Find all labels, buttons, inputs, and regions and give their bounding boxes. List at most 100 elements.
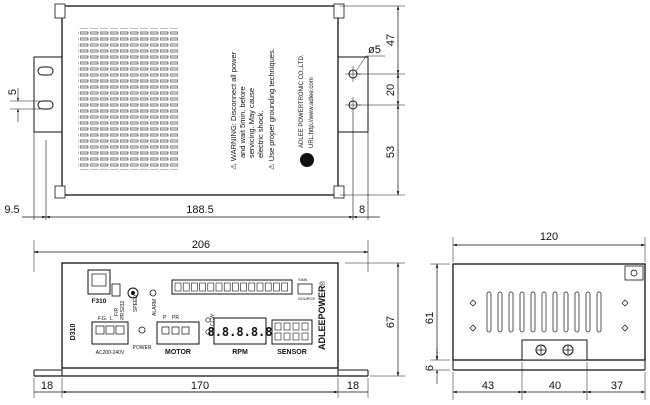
p-label: P	[163, 315, 167, 321]
dim-side-base: 6	[424, 365, 436, 371]
sensor-pin	[301, 322, 309, 331]
rpm-label: RPM	[232, 349, 248, 356]
side-vent-slot	[541, 291, 547, 333]
io-pin	[240, 282, 247, 292]
side-screw	[630, 269, 638, 277]
dim-hole: ø5	[368, 44, 381, 56]
side-vent-slot	[552, 291, 558, 333]
io-pin	[273, 282, 280, 292]
mount-slot	[37, 100, 54, 110]
dim-top-width: 188.5	[186, 204, 214, 216]
mount-slot	[37, 66, 54, 76]
source-label: SOURCE	[298, 296, 315, 301]
fr-label: F/R	[114, 308, 120, 316]
io-pin	[223, 282, 231, 292]
dim-53: 53	[385, 146, 397, 158]
company-logo-icon	[300, 153, 314, 167]
dim-side-40: 40	[549, 380, 561, 392]
ccw-label: CCW	[210, 314, 216, 326]
vent-slots	[78, 28, 178, 170]
io-pin	[232, 282, 239, 292]
warning-line: ⚠ WARNING: Disconnect all power	[229, 51, 238, 170]
dim-47: 47	[385, 34, 397, 46]
sensor-pin	[283, 332, 291, 341]
company-url: URL:http://www.adlee.com	[309, 77, 315, 148]
dim-left-offset: 9.5	[4, 204, 19, 216]
side-vent-slot	[585, 291, 591, 333]
company-name: ADLEE POWERTRONIC CO.,LTD.	[299, 54, 305, 148]
side-bracket	[521, 339, 588, 361]
fr-switch	[111, 283, 121, 297]
io-pin	[248, 282, 256, 292]
brand-reg: ®	[319, 280, 327, 286]
pr-label: PR	[172, 315, 179, 321]
side-vent-slot	[563, 291, 569, 333]
power-led	[138, 326, 146, 334]
io-pin	[281, 282, 288, 292]
side-vent-slot	[486, 291, 492, 333]
side-vent-slot	[497, 291, 503, 333]
right-flange	[336, 56, 369, 133]
fg-label: F.G.	[98, 316, 107, 322]
io-pin	[207, 282, 215, 292]
side-vent-slot	[574, 291, 580, 333]
ccw-led	[205, 317, 211, 323]
io-pin	[256, 282, 264, 292]
warning-line: servicing. May cause	[247, 88, 256, 158]
connector-label: F310	[92, 298, 107, 305]
sensor-pin	[292, 332, 300, 341]
dim-right-offset: 8	[359, 204, 365, 216]
warning-label: ⚠ WARNING: Disconnect all power and wait…	[229, 48, 315, 170]
io-pin	[264, 282, 272, 292]
sink-label: SINK	[298, 277, 308, 282]
warning-line: ⚠ Use proper grounding techniques.	[267, 48, 276, 170]
model-label: D310	[70, 324, 77, 341]
speed-label: SPEED	[133, 295, 139, 312]
side-vent-slot	[530, 291, 536, 333]
dim-front-width: 206	[192, 239, 210, 251]
n-label: N	[120, 316, 124, 322]
dim-front-mid: 170	[191, 380, 209, 392]
front-view: 206 D310 F310 F/R RS232 SPEED ALARM F.G.	[33, 239, 405, 398]
side-vent-slot	[508, 291, 514, 333]
side-vent-slot	[596, 291, 602, 333]
top-view: ⚠ WARNING: Disconnect all power and wait…	[4, 3, 405, 220]
warning-line: and wait 5min. before	[238, 86, 247, 158]
dim-front-left: 18	[41, 380, 53, 392]
io-pin	[191, 282, 198, 292]
rs232-label: RS232	[120, 300, 126, 316]
sink-source-switch	[297, 283, 313, 295]
dim-side-height: 61	[424, 312, 436, 324]
ac-label: AC200-240V	[96, 350, 125, 356]
motor-label: MOTOR	[165, 349, 191, 356]
sensor-pin	[292, 322, 300, 331]
io-pin	[174, 282, 182, 292]
power-label: POWER	[133, 345, 152, 351]
sensor-pin	[274, 322, 282, 331]
sensor-pin	[274, 332, 282, 341]
dim-slot: 5	[7, 89, 19, 95]
io-pin	[215, 282, 223, 292]
alarm-label: ALARM	[152, 299, 158, 316]
dim-side-43: 43	[482, 380, 494, 392]
cw-led	[205, 329, 211, 335]
sensor-pin	[301, 332, 309, 341]
dim-side-37: 37	[611, 380, 623, 392]
rpm-digits: 8.8.8.8.8	[207, 325, 272, 339]
io-pin	[182, 282, 190, 292]
dim-side-width: 120	[540, 231, 558, 243]
alarm-led	[149, 289, 157, 297]
sensor-pin	[283, 322, 291, 331]
brand-label: ADLEEPOWER	[317, 285, 327, 350]
l-label: L	[110, 316, 113, 322]
warning-line: electric shock.	[256, 110, 265, 158]
side-view: 120 61 6 43 40 37	[424, 231, 646, 400]
side-vent-slot	[519, 291, 525, 333]
dim-front-height: 67	[385, 316, 397, 328]
dim-front-right: 18	[347, 380, 359, 392]
sensor-label: SENSOR	[277, 349, 307, 356]
dim-20: 20	[385, 84, 397, 96]
rpm-display	[213, 317, 267, 345]
io-pin	[199, 282, 206, 292]
